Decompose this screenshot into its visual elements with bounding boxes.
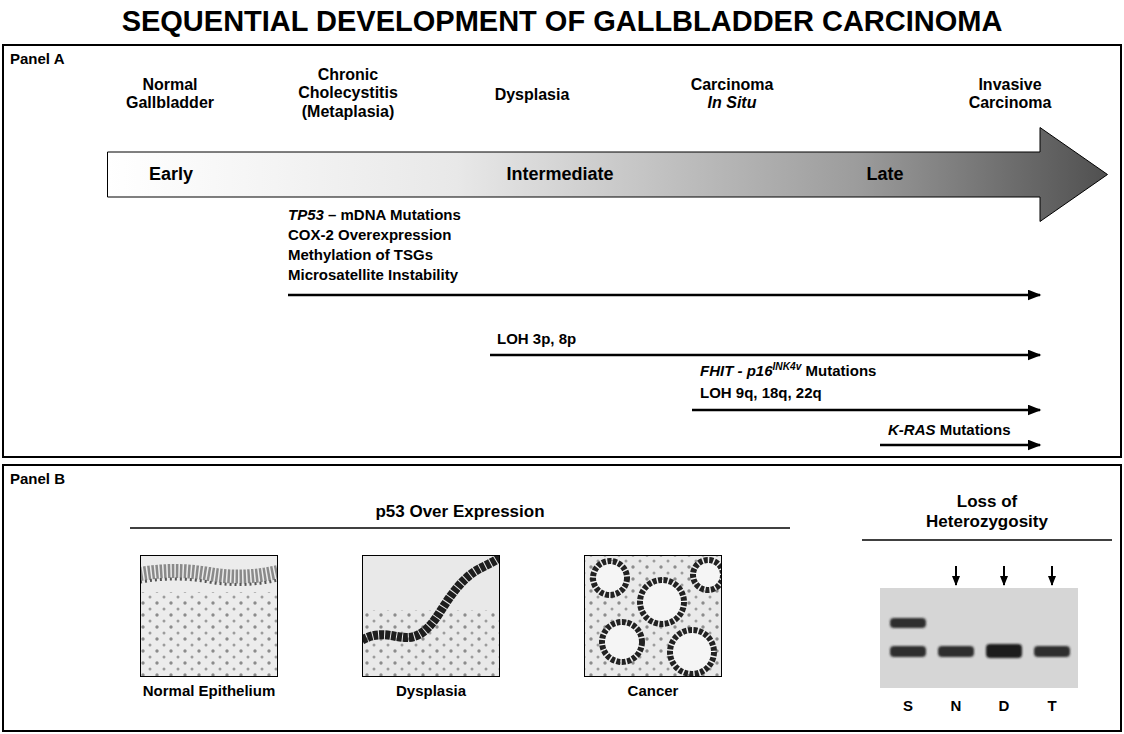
text-run: N (951, 697, 962, 714)
alteration-label: Methylation of TSGs (288, 246, 433, 263)
text-run: Dysplasia (396, 682, 466, 699)
text-run: Chronic Cholecystitis (Metaplasia) (298, 66, 398, 120)
text-run: Late (866, 164, 903, 184)
micrograph-frame: Normal Epithelium (140, 555, 278, 677)
micrograph-caption: Cancer (628, 682, 679, 699)
micrograph-caption: Normal Epithelium (143, 682, 276, 699)
text-run: Panel A (10, 50, 64, 67)
text-run: K-RAS (888, 421, 936, 438)
text-run: Normal Gallbladder (126, 76, 214, 111)
text-run: Early (149, 164, 193, 184)
text-run: Methylation of TSGs (288, 246, 433, 263)
text-run: Loss of Heterozygosity (926, 492, 1048, 531)
text-run: Intermediate (506, 164, 613, 184)
timeline-arrow (692, 409, 1040, 412)
text-run: T (1047, 697, 1056, 714)
text-run: TP53 (288, 206, 324, 223)
stage-band-label: Late (866, 164, 903, 185)
alteration-label: Microsatellite Instability (288, 266, 458, 283)
micrograph-frame: Cancer (584, 555, 722, 677)
alteration-label: LOH 3p, 8p (497, 330, 576, 347)
text-run: FHIT - p16 (700, 362, 773, 379)
text-run: In Situ (708, 94, 757, 111)
stage-label: Normal Gallbladder (110, 76, 230, 113)
section-heading: Loss of Heterozygosity (907, 492, 1067, 531)
micrograph-frame: Dysplasia (362, 555, 500, 677)
stage-label: Chronic Cholecystitis (Metaplasia) (283, 66, 413, 121)
text-run: COX-2 Overexpression (288, 226, 451, 243)
text-run: Microsatellite Instability (288, 266, 458, 283)
text-run: Mutations (801, 362, 876, 379)
timeline-arrow (288, 294, 1040, 297)
alteration-label: K-RAS Mutations (888, 421, 1011, 438)
stage-label: Dysplasia (495, 86, 570, 104)
alteration-label: FHIT - p16INK4v Mutations (700, 361, 876, 379)
text-run: Panel B (10, 470, 65, 487)
micrograph-normal (140, 555, 278, 677)
gel-image (880, 566, 1078, 688)
text-run: Normal Epithelium (143, 682, 276, 699)
micrograph-caption: Dysplasia (396, 682, 466, 699)
lane-label: N (951, 697, 962, 714)
text-run: p53 Over Expression (375, 502, 544, 521)
panel-heading: Panel A (10, 50, 64, 67)
timeline-arrow (490, 354, 1040, 357)
panel-heading: Panel B (10, 470, 65, 487)
text-run: Dysplasia (495, 86, 570, 103)
text-run: INK4v (773, 361, 802, 372)
text-run: LOH 3p, 8p (497, 330, 576, 347)
text-run: Mutations (936, 421, 1011, 438)
text-run: – mDNA Mutations (324, 206, 461, 223)
panel-frame: Panel BNormal EpitheliumDysplasiaCancer (2, 464, 1122, 732)
progression-arrow: Early Intermediate Late (107, 127, 1108, 222)
stage-label: Invasive Carcinoma (955, 76, 1065, 113)
section-heading: p53 Over Expression (375, 502, 544, 522)
stage-band-label: Early (149, 164, 193, 185)
text-run: LOH 9q, 18q, 22q (700, 384, 822, 401)
micrograph-cancer (584, 555, 722, 677)
text-run: Carcinoma (691, 76, 774, 93)
alteration-label: COX-2 Overexpression (288, 226, 451, 243)
lane-label: T (1047, 697, 1056, 714)
text-run: D (999, 697, 1010, 714)
text-run: SEQUENTIAL DEVELOPMENT OF GALLBLADDER CA… (122, 5, 1003, 37)
alteration-label: LOH 9q, 18q, 22q (700, 384, 822, 401)
text-run: Cancer (628, 682, 679, 699)
text-run: Invasive Carcinoma (969, 76, 1052, 111)
text-run: S (903, 697, 913, 714)
stage-label: Carcinoma In Situ (682, 76, 782, 113)
lane-label: D (999, 697, 1010, 714)
alteration-label: TP53 – mDNA Mutations (288, 206, 461, 223)
arrow-outline (108, 128, 1108, 222)
lane-label: S (903, 697, 913, 714)
micrograph-dysplasia (362, 555, 500, 677)
progression-arrows (288, 295, 1040, 445)
timeline-arrow (880, 444, 1040, 447)
figure-title: SEQUENTIAL DEVELOPMENT OF GALLBLADDER CA… (122, 5, 1003, 38)
stage-band-label: Intermediate (506, 164, 613, 185)
